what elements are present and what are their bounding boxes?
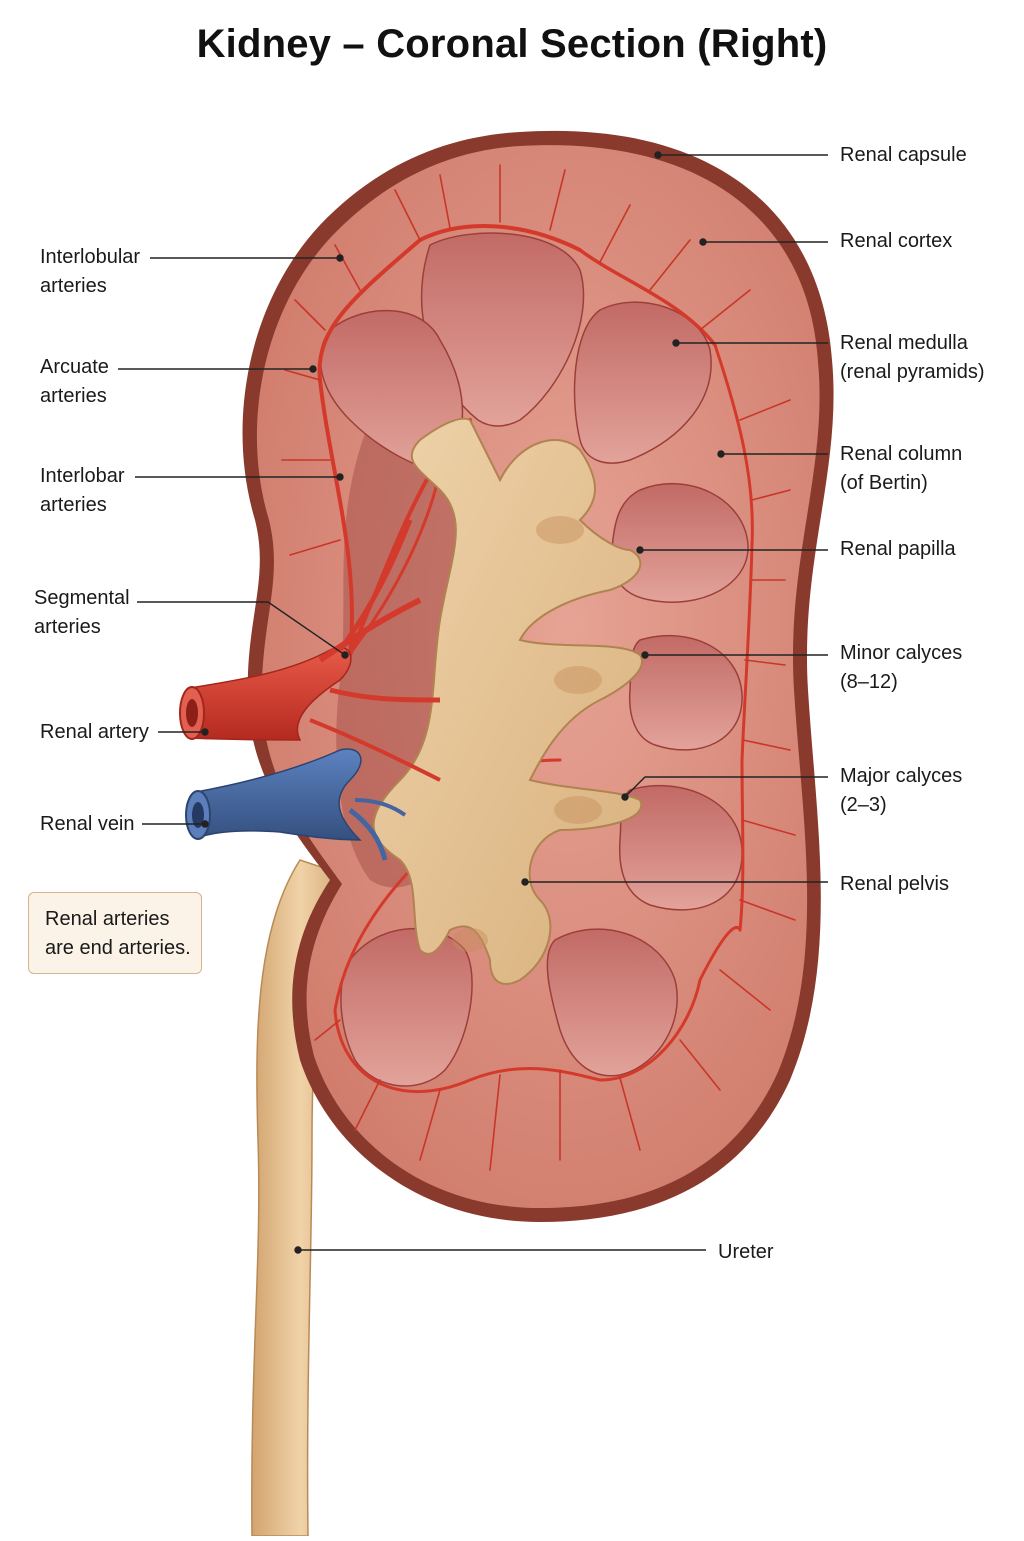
label-renal-papilla: Renal papilla xyxy=(840,538,956,560)
label-major-calyces-line2: (2–3) xyxy=(840,794,887,816)
label-arcuate-arteries-line1: Arcuate xyxy=(40,356,109,378)
label-minor-calyces-line2: (8–12) xyxy=(840,671,898,693)
label-minor-calyces-line1: Minor calyces xyxy=(840,642,963,664)
label-segmental-arteries: Segmental arteries xyxy=(34,584,130,642)
renal-vein-shape xyxy=(185,748,407,861)
label-arcuate-arteries: Arcuate arteries xyxy=(40,353,109,411)
label-interlobar-arteries: Interlobar arteries xyxy=(40,462,125,520)
label-interlobar-arteries-line2: arteries xyxy=(40,494,107,516)
label-segmental-arteries-line1: Segmental xyxy=(34,587,130,609)
label-major-calyces: Major calyces (2–3) xyxy=(840,762,962,820)
leader-lines xyxy=(118,151,828,1254)
label-renal-column-line2: (of Bertin) xyxy=(840,472,928,494)
label-arcuate-arteries-line2: arteries xyxy=(40,385,107,407)
label-renal-column: Renal column (of Bertin) xyxy=(840,440,962,498)
label-renal-column-line1: Renal column xyxy=(840,443,963,465)
end-arteries-note: Renal arteries are end arteries. xyxy=(28,892,202,974)
renal-artery-shape xyxy=(179,519,441,782)
label-renal-capsule: Renal capsule xyxy=(840,144,967,166)
label-ureter: Ureter xyxy=(718,1241,774,1263)
label-major-calyces-line1: Major calyces xyxy=(840,765,963,787)
label-minor-calyces: Minor calyces (8–12) xyxy=(840,639,962,697)
note-line-1: Renal arteries xyxy=(45,908,170,930)
label-renal-medulla-line1: Renal medulla xyxy=(840,332,968,354)
label-renal-vein: Renal vein xyxy=(40,813,135,835)
label-renal-pelvis: Renal pelvis xyxy=(840,873,949,895)
interlobular-arteries-twigs xyxy=(281,164,796,1171)
label-renal-medulla: Renal medulla (renal pyramids) xyxy=(840,329,984,387)
label-renal-cortex: Renal cortex xyxy=(840,230,953,252)
label-interlobular-arteries: Interlobular arteries xyxy=(40,243,140,301)
note-line-2: are end arteries. xyxy=(45,937,191,959)
label-interlobular-arteries-line2: arteries xyxy=(40,275,107,297)
label-segmental-arteries-line2: arteries xyxy=(34,616,101,638)
label-renal-medulla-line2: (renal pyramids) xyxy=(840,361,985,383)
page-title: Kidney – Coronal Section (Right) xyxy=(196,22,828,66)
label-renal-artery: Renal artery xyxy=(40,721,149,743)
renal-pelvis-shape xyxy=(372,417,643,985)
label-interlobar-arteries-line1: Interlobar xyxy=(40,465,125,487)
label-interlobular-arteries-line1: Interlobular xyxy=(40,246,141,268)
